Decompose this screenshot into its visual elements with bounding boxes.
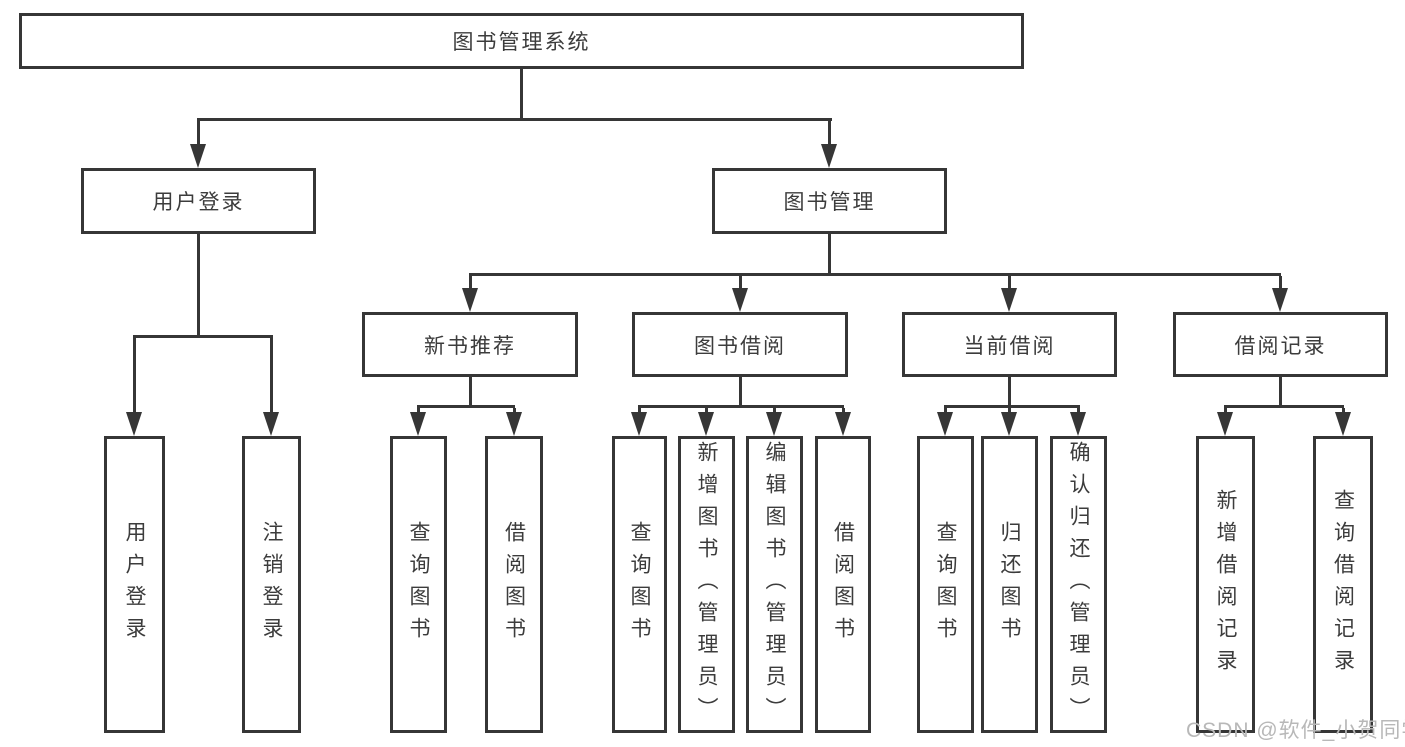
connector-line <box>638 405 844 408</box>
connector-line <box>469 276 472 289</box>
node-label: 查询图书 <box>934 520 957 649</box>
arrowhead-icon <box>766 412 782 436</box>
node-label: 编辑图书（管理员） <box>763 440 786 729</box>
connector-line <box>1077 408 1080 414</box>
connector-line <box>197 234 200 338</box>
connector-line <box>417 405 515 408</box>
connector-line <box>944 405 1080 408</box>
connector-line <box>417 408 420 414</box>
node-query-borrow-record: 查询借阅记录 <box>1313 436 1373 733</box>
arrowhead-icon <box>732 288 748 312</box>
node-book-management: 图书管理 <box>712 168 947 234</box>
connector-line <box>828 233 831 276</box>
node-edit-books-admin: 编辑图书（管理员） <box>746 436 803 733</box>
node-label: 查询借阅记录 <box>1331 488 1355 681</box>
node-label: 查询图书 <box>407 520 430 649</box>
node-label: 借阅图书 <box>831 520 855 649</box>
arrowhead-icon <box>126 412 142 436</box>
node-book-borrowing: 图书借阅 <box>632 312 848 377</box>
connector-line <box>705 408 708 414</box>
node-add-borrow-record: 新增借阅记录 <box>1196 436 1255 733</box>
connector-line <box>469 377 472 408</box>
connector-line <box>944 408 947 414</box>
connector-line <box>1008 408 1011 414</box>
node-borrowing-records: 借阅记录 <box>1173 312 1388 377</box>
node-user-login-leaf: 用户登录 <box>104 436 165 733</box>
connector-line <box>1008 377 1011 408</box>
connector-line <box>638 408 641 414</box>
arrowhead-icon <box>937 412 953 436</box>
connector-line <box>133 338 136 412</box>
connector-line <box>133 335 273 338</box>
arrowhead-icon <box>410 412 426 436</box>
node-add-books-admin: 新增图书（管理员） <box>678 436 735 733</box>
node-label: 新增图书（管理员） <box>695 440 718 729</box>
connector-line <box>842 408 845 414</box>
connector-line <box>270 338 273 412</box>
connector-line <box>1224 408 1227 414</box>
node-label: 归还图书 <box>998 520 1021 649</box>
arrowhead-icon <box>1070 412 1086 436</box>
node-user-login: 用户登录 <box>81 168 316 234</box>
arrowhead-icon <box>263 412 279 436</box>
node-return-books: 归还图书 <box>981 436 1038 733</box>
arrowhead-icon <box>835 412 851 436</box>
node-borrow-books-recommend: 借阅图书 <box>485 436 543 733</box>
node-library-management-system: 图书管理系统 <box>19 13 1024 69</box>
connector-line <box>1279 377 1282 408</box>
connector-line <box>1342 408 1345 414</box>
connector-line <box>513 408 516 414</box>
node-current-borrowing: 当前借阅 <box>902 312 1117 377</box>
node-label: 用户登录 <box>123 520 146 649</box>
arrowhead-icon <box>1001 288 1017 312</box>
arrowhead-icon <box>631 412 647 436</box>
node-confirm-return-admin: 确认归还（管理员） <box>1050 436 1107 733</box>
node-borrow-books: 借阅图书 <box>815 436 871 733</box>
connector-line <box>828 121 831 145</box>
arrowhead-icon <box>462 288 478 312</box>
connector-line <box>469 273 1281 276</box>
node-query-books-current: 查询图书 <box>917 436 974 733</box>
node-label: 新增借阅记录 <box>1214 488 1237 681</box>
arrowhead-icon <box>1001 412 1017 436</box>
connector-line <box>1224 405 1344 408</box>
arrowhead-icon <box>698 412 714 436</box>
arrowhead-icon <box>1217 412 1233 436</box>
arrowhead-icon <box>1272 288 1288 312</box>
node-logout: 注销登录 <box>242 436 301 733</box>
node-label: 借阅图书 <box>502 520 526 649</box>
node-label: 确认归还（管理员） <box>1067 440 1090 729</box>
node-query-books-recommend: 查询图书 <box>390 436 447 733</box>
arrowhead-icon <box>190 144 206 168</box>
connector-line <box>197 118 832 121</box>
node-new-book-recommendation: 新书推荐 <box>362 312 578 377</box>
connector-line <box>520 69 523 118</box>
node-query-books-borrowing: 查询图书 <box>612 436 667 733</box>
node-label: 查询图书 <box>628 520 651 649</box>
connector-line <box>1279 276 1282 289</box>
arrowhead-icon <box>821 144 837 168</box>
connector-line <box>773 408 776 414</box>
connector-line <box>1008 276 1011 289</box>
arrowhead-icon <box>506 412 522 436</box>
connector-line <box>739 276 742 289</box>
arrowhead-icon <box>1335 412 1351 436</box>
node-label: 注销登录 <box>260 520 283 649</box>
connector-line <box>197 121 200 145</box>
csdn-watermark: CSDN @软件_小贺同学 <box>1186 719 1405 742</box>
connector-line <box>739 377 742 408</box>
